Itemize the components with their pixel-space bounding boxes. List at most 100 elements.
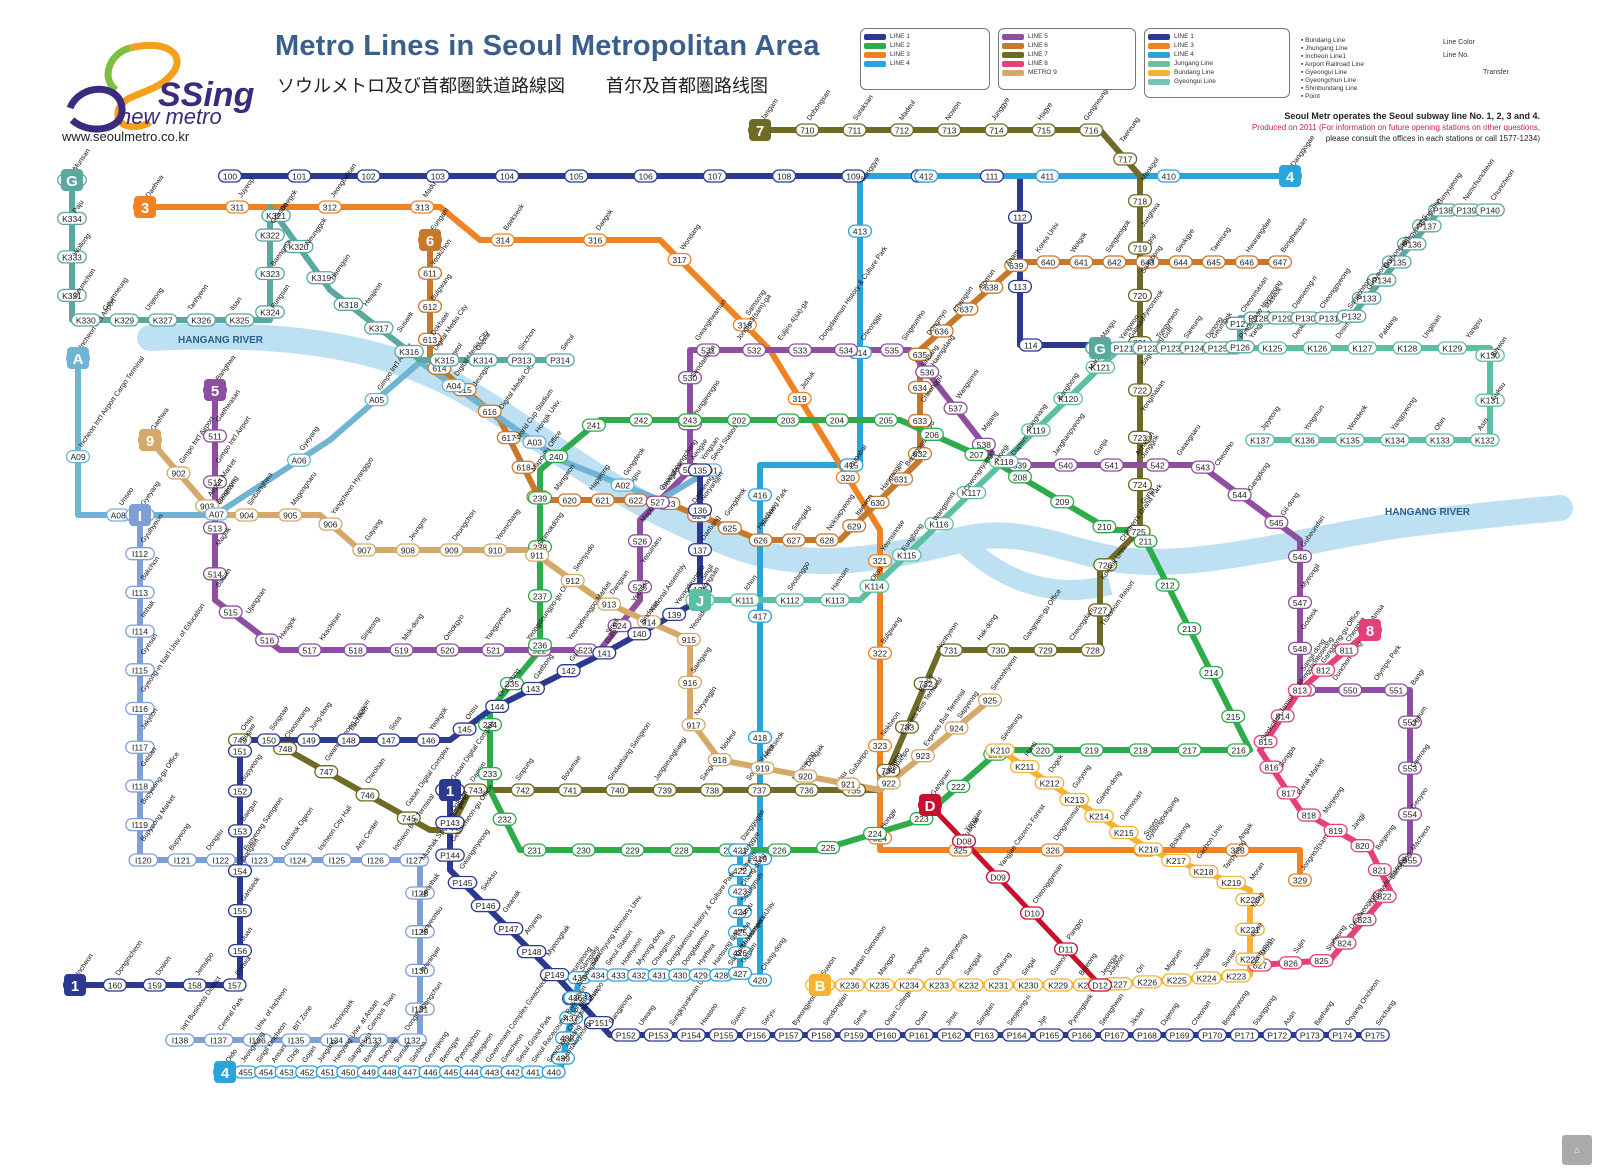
station-name[interactable]: Songpa <box>1278 745 1298 769</box>
station-code[interactable]: 140 <box>632 629 646 639</box>
station-code[interactable]: 715 <box>1037 126 1051 136</box>
station-name[interactable]: Yangcheon Hyanggyo <box>330 456 375 516</box>
station-marker[interactable] <box>1380 433 1410 447</box>
line-badge-label[interactable]: 4 <box>1286 169 1295 186</box>
station-code[interactable]: I123 <box>251 856 268 866</box>
station-marker[interactable] <box>702 169 727 183</box>
line-badge-label[interactable]: 8 <box>1366 623 1374 640</box>
station-marker[interactable] <box>1087 603 1113 617</box>
station-marker[interactable] <box>283 239 314 254</box>
station-name[interactable]: Deungchon <box>451 509 477 542</box>
station-marker[interactable] <box>820 593 850 607</box>
station-marker[interactable] <box>1145 458 1170 472</box>
station-code[interactable]: 620 <box>563 496 577 506</box>
station-marker[interactable] <box>847 224 873 238</box>
station-code[interactable]: 232 <box>498 815 512 825</box>
station-code[interactable]: P174 <box>1332 1031 1352 1041</box>
station-name[interactable]: Sanggal <box>963 952 984 977</box>
station-code[interactable]: I117 <box>132 743 148 753</box>
station-name[interactable]: Byeongjeom <box>791 991 819 1027</box>
station-code[interactable]: 107 <box>708 172 722 182</box>
station-marker[interactable] <box>1469 433 1500 447</box>
station-code[interactable]: K323 <box>260 269 280 279</box>
station-name[interactable]: Gongdeok <box>724 487 749 518</box>
station-code[interactable]: 821 <box>1373 865 1387 875</box>
station-name[interactable]: Gunja <box>1093 438 1110 457</box>
station-code[interactable]: I113 <box>132 588 148 598</box>
station-name[interactable]: Noryangjin <box>693 685 718 717</box>
station-code[interactable]: 452 <box>300 1068 314 1078</box>
station-marker[interactable] <box>687 543 713 557</box>
station-marker[interactable] <box>317 200 342 214</box>
station-code[interactable]: 813 <box>1293 686 1307 696</box>
station-marker[interactable] <box>405 963 435 978</box>
line-badge[interactable] <box>204 379 226 401</box>
station-marker[interactable] <box>395 543 420 557</box>
station-name[interactable]: Singeumho <box>901 309 927 342</box>
station-code[interactable]: 416 <box>753 490 767 500</box>
line-badge-label[interactable]: 1 <box>446 783 454 800</box>
station-name[interactable]: Gaepo-dong <box>1095 770 1123 806</box>
line-badge[interactable] <box>134 196 156 218</box>
station-code[interactable]: 160 <box>108 981 122 991</box>
station-code[interactable]: 733 <box>900 722 914 732</box>
station-code[interactable]: 328 <box>1230 846 1244 856</box>
station-marker[interactable] <box>166 466 191 480</box>
station-name[interactable]: Chang-dong <box>760 936 788 972</box>
station-marker[interactable] <box>707 753 732 767</box>
station-code[interactable]: 157 <box>227 981 241 991</box>
station-name[interactable]: Seokgye <box>1175 228 1196 254</box>
station-marker[interactable] <box>834 978 865 992</box>
station-code[interactable]: K215 <box>1114 828 1134 838</box>
station-marker[interactable] <box>985 743 1015 757</box>
station-code[interactable]: 710 <box>800 126 814 136</box>
station-code[interactable]: 413 <box>853 227 867 237</box>
station-code[interactable]: K127 <box>1352 344 1372 354</box>
station-marker[interactable] <box>1287 873 1313 887</box>
station-code[interactable]: 826 <box>1284 958 1298 968</box>
station-marker[interactable] <box>1334 643 1359 657</box>
station-marker[interactable] <box>938 643 963 657</box>
station-name[interactable]: Madu <box>422 181 438 199</box>
station-code[interactable]: 543 <box>1196 463 1210 473</box>
station-marker[interactable] <box>969 1028 999 1042</box>
station-marker[interactable] <box>747 783 772 797</box>
station-code[interactable]: 450 <box>341 1068 355 1078</box>
station-marker[interactable] <box>520 681 545 696</box>
station-code[interactable]: 554 <box>1403 810 1417 820</box>
station-code[interactable]: 823 <box>1357 915 1371 925</box>
station-code[interactable]: 731 <box>944 646 958 656</box>
station-name[interactable]: Pyeongtaek <box>1068 992 1095 1027</box>
station-name[interactable]: Bonghwasan <box>1280 217 1309 254</box>
station-name[interactable]: Chuncheon <box>1490 169 1516 202</box>
station-marker[interactable] <box>399 853 430 867</box>
line-badge-label[interactable]: J <box>696 593 704 610</box>
station-code[interactable]: 711 <box>848 126 862 136</box>
station-marker[interactable] <box>492 812 517 826</box>
station-marker[interactable] <box>592 646 617 660</box>
station-marker[interactable] <box>435 848 465 862</box>
station-code[interactable]: 527 <box>651 498 665 508</box>
station-code[interactable]: K318 <box>338 300 358 310</box>
station-code[interactable]: K228 <box>1078 981 1098 991</box>
station-name[interactable]: Ssangyong <box>1252 994 1278 1027</box>
station-marker[interactable] <box>1133 534 1158 548</box>
station-code[interactable]: P133 <box>1357 294 1377 304</box>
station-name[interactable]: Macheon <box>1410 824 1432 852</box>
station-name[interactable]: Sinchon <box>517 327 537 352</box>
station-marker[interactable] <box>1040 843 1065 857</box>
station-name[interactable]: Dongdaemun History & Culture Park <box>818 245 889 342</box>
station-marker[interactable] <box>1259 760 1284 774</box>
station-code[interactable]: 725 <box>1132 527 1146 537</box>
station-marker[interactable] <box>227 744 253 758</box>
station-marker[interactable] <box>1360 1028 1390 1042</box>
station-code[interactable]: D09 <box>990 873 1006 883</box>
station-code[interactable]: 419 <box>753 854 767 864</box>
station-marker[interactable] <box>1221 969 1252 983</box>
station-marker[interactable] <box>256 733 281 747</box>
station-code[interactable]: 147 <box>381 736 395 746</box>
station-code[interactable]: 437 <box>564 1013 578 1023</box>
station-marker[interactable] <box>560 573 585 588</box>
station-code[interactable]: 425 <box>733 928 747 938</box>
station-code[interactable]: 922 <box>882 778 896 788</box>
